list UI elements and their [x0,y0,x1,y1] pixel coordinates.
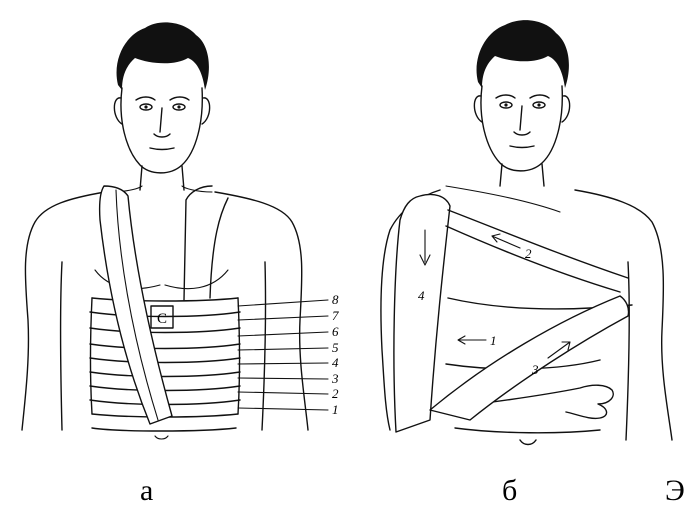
figure-b-turn-3: 3 [531,362,539,377]
figure-a-nose [154,108,170,137]
figure-a-eyes [136,97,189,100]
figure-a-turn-3: 3 [331,371,339,386]
figure-b-nose [514,106,530,135]
figure-a-leader-lines [238,300,328,410]
figure-b-turn-2: 2 [525,246,532,261]
figure-a-turn-1: 1 [332,402,339,417]
figure-a-turn-6: 6 [332,324,339,339]
figure-a-left-arm [22,192,105,430]
figure-a-hair [117,22,209,90]
figure-b-caption: б [502,476,517,506]
figure-a-turn-numbers: 8 7 6 5 4 3 2 1 [331,292,339,417]
figure-b-turn-4: 4 [418,288,425,303]
figure-a-turn-5: 5 [332,340,339,355]
figure-a-right-arm [215,192,308,430]
figure-b-hair [477,20,569,88]
figure-b-turn-1: 1 [490,333,497,348]
figure-b-arm-sling [394,194,450,432]
figure-a-head [121,88,202,173]
edge-fragment-letter: Э [665,476,685,506]
figure-a-turn-8: 8 [332,292,339,307]
figure-a-turn-2: 2 [332,386,339,401]
clip-letter: С [157,311,167,327]
figure-a-shoulder-strap [100,186,228,424]
arrow-turn-1 [458,336,486,344]
figure-a-caption: а [140,476,153,506]
figure-b-head [481,86,562,171]
figure-b-eyes [496,95,549,98]
figure-b-mouth [510,146,534,148]
figure-a-turn-7: 7 [332,308,339,323]
figure-a-mouth [150,148,174,150]
figure-a-turn-4: 4 [332,355,339,370]
